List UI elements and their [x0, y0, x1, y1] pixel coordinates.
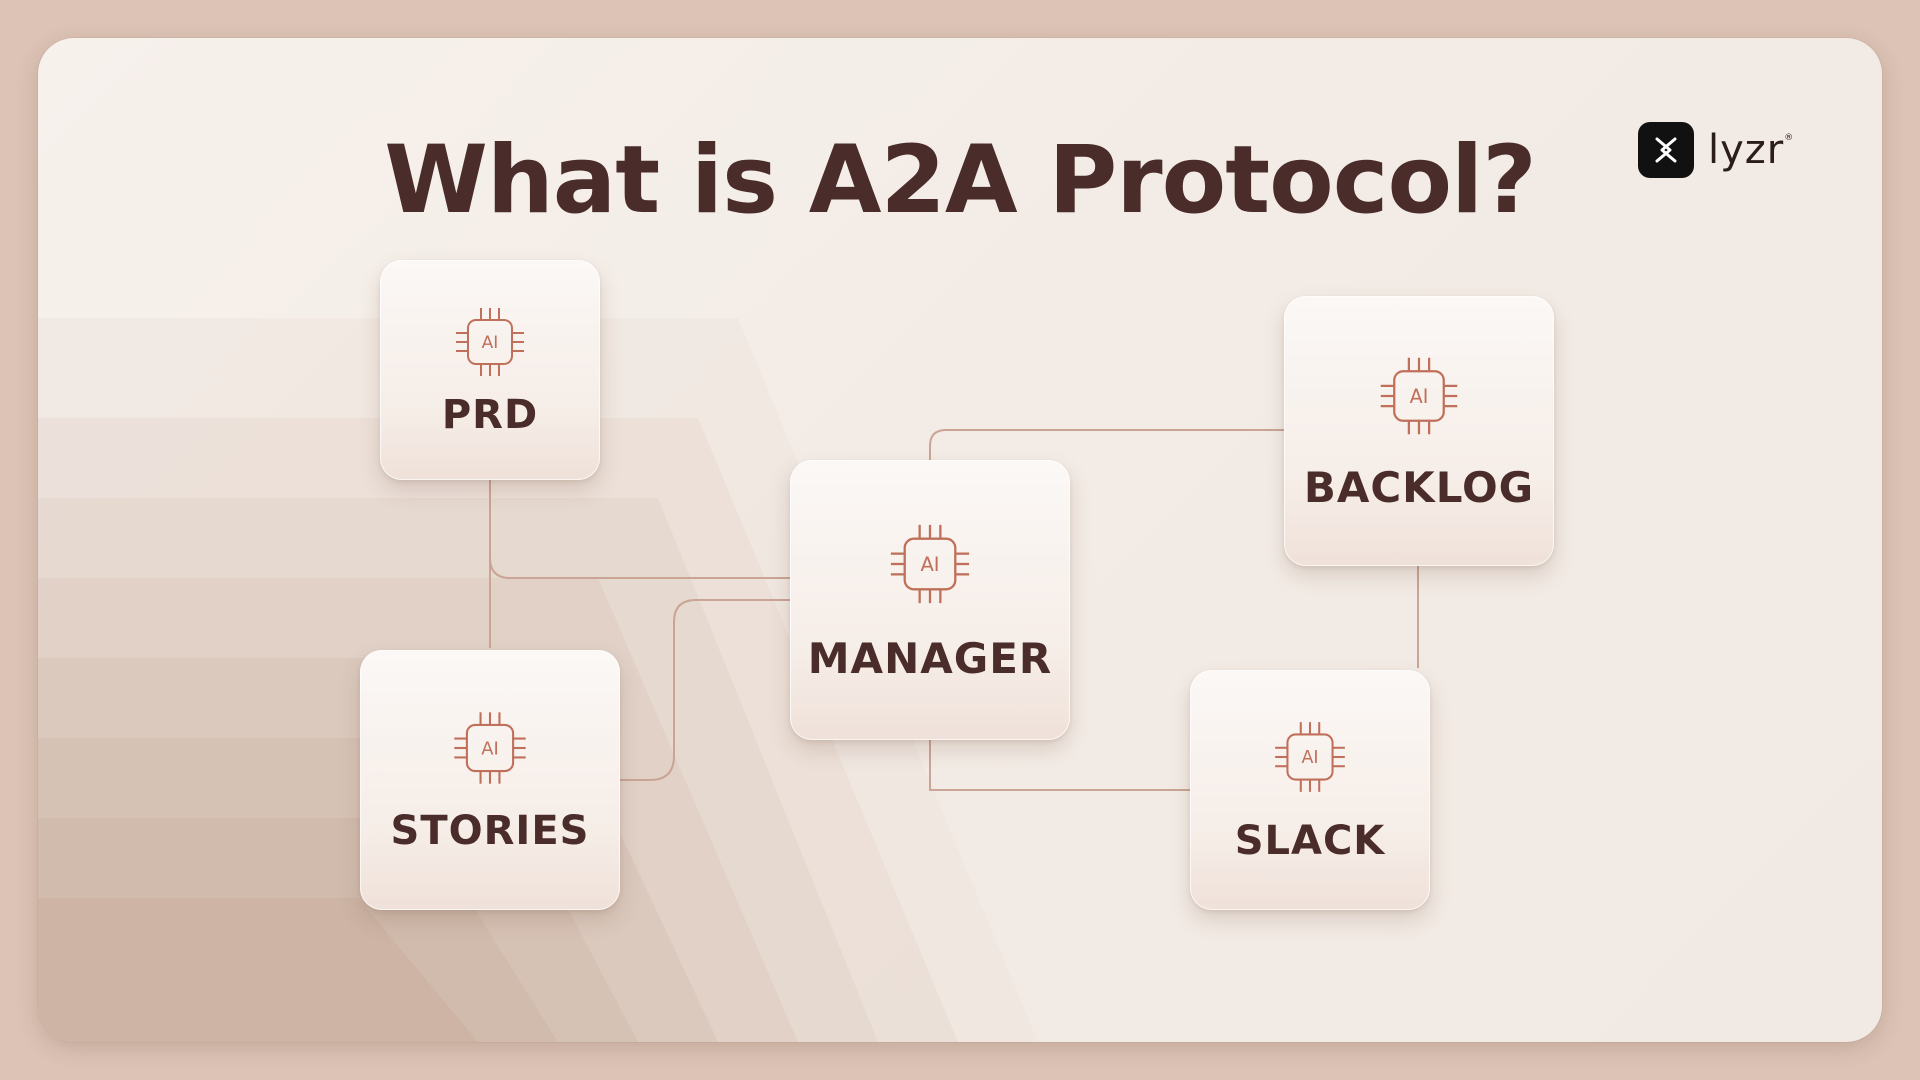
edge-prd-manager — [489, 557, 790, 579]
agent-node-stories[interactable]: AI STORIES — [360, 650, 620, 910]
svg-text:AI: AI — [1410, 384, 1429, 407]
brand-logo[interactable]: lyzr® — [1638, 122, 1794, 178]
ai-chip-icon: AI — [890, 524, 970, 603]
agent-node-backlog[interactable]: AI BACKLOG — [1284, 296, 1554, 566]
agent-node-prd[interactable]: AI PRD — [380, 260, 600, 480]
page-title: What is A2A Protocol? — [384, 126, 1537, 235]
brand-name: lyzr® — [1708, 127, 1795, 173]
node-label: STORIES — [390, 808, 590, 854]
agent-node-manager[interactable]: AI MANAGER — [790, 460, 1070, 740]
slide-card: What is A2A Protocol? lyzr® — [38, 38, 1882, 1042]
ai-chip-icon: AI — [454, 712, 526, 784]
edge-manager-backlog — [929, 429, 1284, 460]
ai-chip-icon: AI — [456, 308, 524, 376]
agent-node-slack[interactable]: AI SLACK — [1190, 670, 1430, 910]
lyzr-logo-icon — [1638, 122, 1694, 178]
node-label: MANAGER — [807, 633, 1053, 683]
node-label: SLACK — [1234, 818, 1386, 864]
node-label: PRD — [441, 392, 539, 438]
ai-chip-icon: AI — [1275, 722, 1345, 792]
svg-text:AI: AI — [920, 552, 939, 575]
svg-text:AI: AI — [482, 333, 499, 353]
node-label: BACKLOG — [1303, 462, 1535, 512]
edge-stories-manager — [620, 599, 790, 781]
svg-text:AI: AI — [1301, 748, 1318, 768]
ai-chip-icon: AI — [1380, 357, 1458, 434]
edge-manager-slack — [929, 740, 1190, 791]
connector-lines — [489, 429, 1419, 791]
svg-text:AI: AI — [481, 738, 498, 759]
